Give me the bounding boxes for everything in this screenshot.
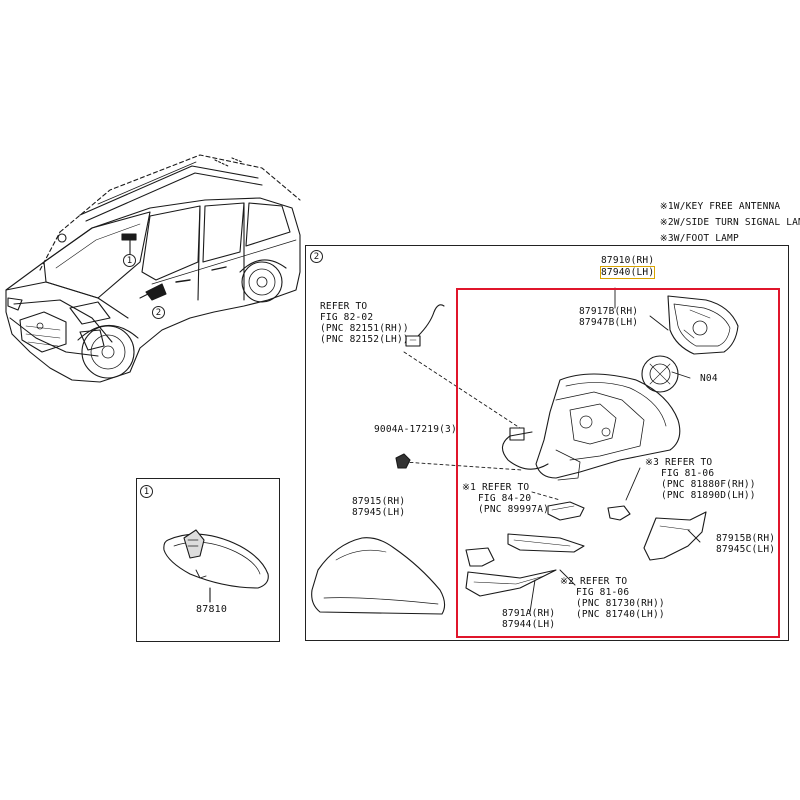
part-line: 87915B(RH) — [716, 533, 776, 544]
key-free-antenna — [547, 501, 585, 521]
inner-rear-view-mirror — [163, 529, 269, 603]
outer-mirror-assembly — [501, 373, 681, 481]
part-line: 87917B(RH) — [579, 306, 639, 317]
note-text: W/FOOT LAMP — [673, 232, 739, 244]
refer-line: ※1 REFER TO — [462, 482, 530, 493]
refer-line: (PNC 82151(RH)) — [320, 323, 409, 334]
part-line: 8791A(RH) — [502, 608, 556, 619]
leader-harness — [403, 351, 521, 429]
refer-line: (PNC 81890D(LH)) — [661, 490, 756, 501]
foot-lamp — [607, 505, 631, 521]
mirror-glass — [667, 295, 739, 355]
refer-line: (PNC 81740(LH)) — [576, 609, 665, 620]
note-1: ※1W/KEY FREE ANTENNA — [636, 189, 780, 224]
refer-line: FIG 82-02 — [320, 312, 374, 323]
callout-2[interactable]: 2 — [152, 306, 165, 319]
callout-1[interactable]: 1 — [123, 254, 136, 267]
wire-harness-connector — [405, 304, 445, 347]
assy-lh-highlight: 87940(LH) — [599, 266, 656, 279]
panel-1-inner-mirror — [136, 478, 280, 642]
panel-2-outer-mirror — [305, 245, 789, 641]
assy-lh-label[interactable]: 87940(LH) — [599, 266, 656, 279]
note-text: W/SIDE TURN SIGNAL LAMP — [673, 216, 800, 228]
refer-line: FIG 81-06 — [576, 587, 630, 598]
note-text: W/KEY FREE ANTENNA — [673, 200, 781, 212]
part-line: 87945C(LH) — [716, 544, 776, 555]
mirror-cover — [311, 537, 446, 615]
refer-line: FIG 81-06 — [661, 468, 715, 479]
n04-label[interactable]: N04 — [700, 373, 718, 384]
panel-1-tag: 1 — [140, 485, 153, 498]
part-line: 87945(LH) — [352, 507, 406, 518]
part-87810-label[interactable]: 87810 — [196, 604, 228, 615]
note-2: ※2W/SIDE TURN SIGNAL LAMP — [636, 205, 800, 240]
leader-bolt — [403, 461, 523, 471]
part-line: 87944(LH) — [502, 619, 556, 630]
note-3: ※3W/FOOT LAMP — [636, 221, 739, 256]
assy-rh-label[interactable]: 87910(RH) — [601, 255, 655, 266]
refer-line: ※3 REFER TO — [645, 457, 713, 468]
refer-line: ※2 REFER TO — [560, 576, 628, 587]
note-mark: ※3 — [659, 232, 674, 244]
refer-line: (PNC 82152(LH)) — [320, 334, 409, 345]
part-line: 87947B(LH) — [579, 317, 639, 328]
mirror-actuator — [641, 355, 679, 393]
refer-line: FIG 84-20 — [478, 493, 532, 504]
refer-line: (PNC 81880F(RH)) — [661, 479, 756, 490]
mirror-base-cover — [643, 511, 707, 561]
refer-line: (PNC 81730(RH)) — [576, 598, 665, 609]
mounting-bolt — [395, 453, 411, 469]
refer-line: (PNC 89997A) — [478, 504, 550, 515]
leader-antenna — [531, 491, 561, 501]
side-turn-signal-lamp — [465, 533, 585, 597]
note-mark: ※1 — [659, 200, 674, 212]
highlighted-assembly-frame — [456, 288, 780, 638]
vehicle-illustration — [5, 154, 301, 383]
part-line: 87915(RH) — [352, 496, 406, 507]
refer-line: REFER TO — [320, 301, 368, 312]
bolt-label[interactable]: 9004A-17219(3) — [374, 424, 457, 435]
note-mark: ※2 — [659, 216, 674, 228]
panel-2-tag: 2 — [310, 250, 323, 263]
